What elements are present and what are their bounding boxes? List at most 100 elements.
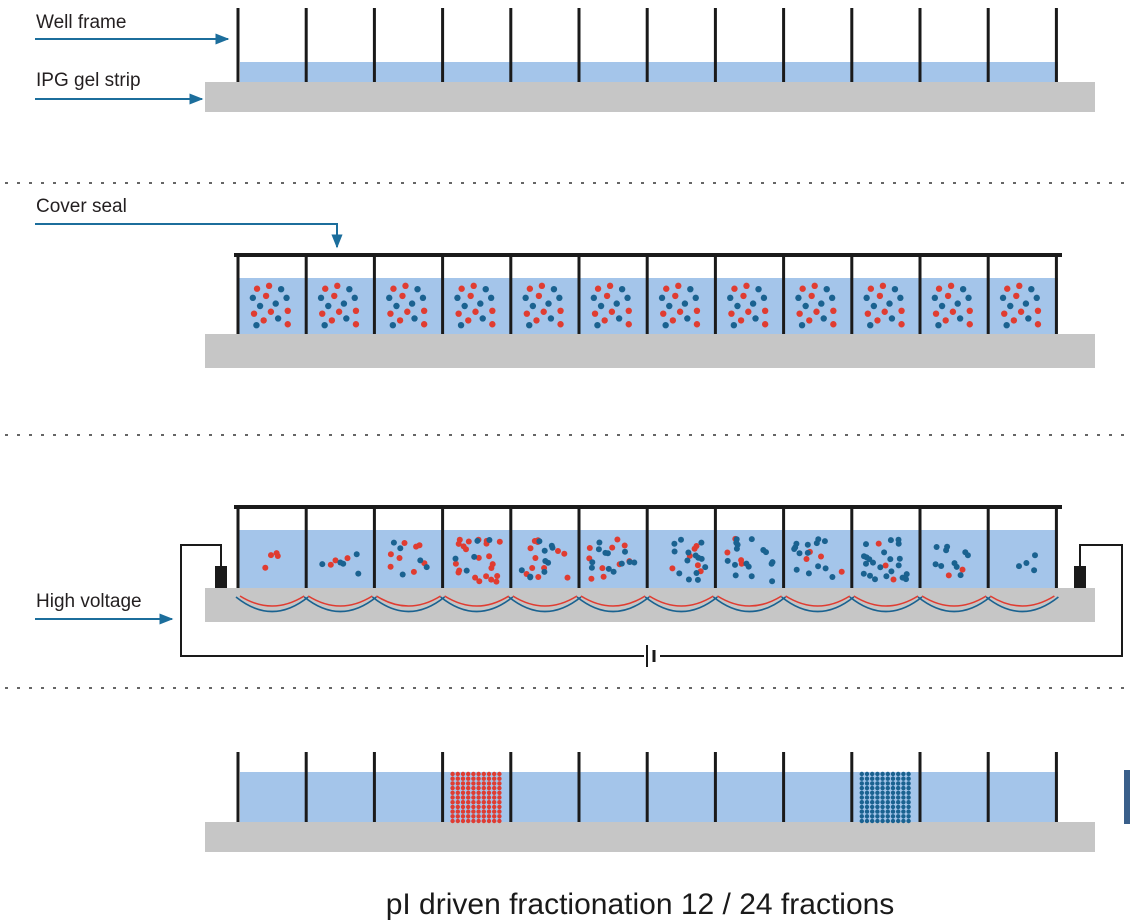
- protein-dot: [887, 537, 894, 544]
- protein-dot: [761, 307, 769, 314]
- fraction-dot: [450, 771, 455, 777]
- fraction-dot: [880, 785, 885, 791]
- protein-dot: [397, 545, 404, 552]
- fraction-dot: [864, 781, 870, 786]
- protein-dot: [938, 302, 946, 310]
- fraction-dot: [460, 785, 466, 791]
- protein-dot: [555, 548, 561, 554]
- protein-dot: [624, 294, 631, 302]
- ipg-gel-strip: [205, 334, 1095, 368]
- fraction-dot: [890, 809, 896, 814]
- well-wall: [577, 8, 581, 82]
- fraction-dot: [466, 795, 471, 800]
- protein-dot: [588, 575, 595, 582]
- fraction-dot: [890, 776, 896, 781]
- fraction-dot: [870, 809, 875, 814]
- well-wall: [236, 257, 240, 334]
- well-wall: [713, 257, 717, 334]
- fraction-dot: [476, 781, 481, 786]
- fraction-dot: [481, 785, 486, 791]
- protein-dot: [1004, 285, 1011, 292]
- fraction-dot: [870, 814, 875, 819]
- protein-dot: [606, 282, 614, 290]
- protein-dot: [932, 561, 939, 568]
- fraction-dot: [875, 809, 880, 814]
- protein-dot: [933, 544, 940, 550]
- protein-dot: [351, 294, 358, 302]
- protein-dot: [678, 536, 684, 543]
- fraction-dot: [497, 809, 502, 814]
- fraction-dot: [875, 800, 880, 805]
- fraction-dot: [450, 781, 455, 786]
- fraction-dot: [859, 790, 864, 795]
- protein-dot: [895, 562, 902, 569]
- protein-dot: [488, 576, 495, 583]
- fraction-dot: [896, 818, 901, 824]
- well-wall: [1054, 752, 1058, 822]
- panel-4-fraction-collection: [205, 752, 1095, 852]
- well-wall: [577, 752, 581, 822]
- fraction-dot: [492, 795, 497, 800]
- protein-dot: [1016, 563, 1022, 570]
- protein-dot: [669, 565, 676, 572]
- protein-dot: [724, 557, 731, 564]
- well-wall: [304, 257, 308, 334]
- fraction-dot: [497, 795, 502, 800]
- protein-mixture: [249, 282, 1042, 329]
- protein-dot: [526, 322, 533, 329]
- well-wall: [236, 752, 240, 822]
- protein-dot: [467, 292, 474, 300]
- protein-dot: [399, 571, 406, 578]
- fraction-dot: [450, 818, 455, 824]
- protein-dot: [390, 539, 397, 546]
- fraction-dot: [466, 771, 471, 777]
- protein-dot: [541, 568, 548, 575]
- fraction-dot: [492, 800, 497, 805]
- well-walls: [236, 752, 1058, 822]
- fraction-dot: [460, 771, 466, 777]
- protein-dot: [547, 315, 555, 322]
- protein-dot: [489, 307, 496, 314]
- protein-dot: [669, 317, 677, 324]
- fraction-dot: [870, 785, 875, 791]
- protein-dot: [618, 560, 625, 567]
- protein-dot: [477, 300, 484, 307]
- protein-dot: [625, 307, 632, 314]
- fraction-dot: [890, 781, 896, 786]
- protein-dot: [613, 300, 620, 307]
- well-wall: [850, 509, 854, 588]
- well-walls: [236, 8, 1058, 82]
- protein-dot: [959, 286, 967, 293]
- collected-fractions: [450, 771, 911, 824]
- protein-dot: [676, 308, 684, 315]
- protein-dot: [355, 570, 362, 577]
- protein-dot: [999, 294, 1007, 302]
- protein-dot: [694, 576, 701, 583]
- fraction-dot: [481, 814, 486, 819]
- fraction-dot: [497, 790, 502, 795]
- protein-dot: [671, 540, 678, 547]
- protein-dot: [322, 285, 329, 292]
- fraction-dot: [901, 781, 906, 786]
- fraction-dot: [890, 785, 896, 791]
- protein-dot: [693, 307, 701, 314]
- protein-dot: [631, 559, 638, 566]
- protein-dot: [328, 317, 336, 324]
- fraction-dot: [476, 785, 481, 791]
- fraction-dot: [466, 781, 471, 786]
- protein-dot: [529, 302, 537, 310]
- protein-dot: [702, 564, 709, 571]
- fraction-dot: [864, 785, 870, 791]
- protein-dot: [867, 572, 873, 579]
- protein-dot: [526, 285, 534, 292]
- protein-dot: [743, 282, 750, 290]
- protein-dot: [331, 292, 338, 300]
- protein-dot: [897, 294, 904, 302]
- well-walls: [236, 257, 1058, 334]
- protein-dot: [1032, 552, 1038, 559]
- fraction-dot: [471, 781, 476, 786]
- protein-dot: [416, 542, 423, 549]
- protein-dot: [740, 292, 747, 300]
- protein-dot: [863, 294, 870, 302]
- panel-1-setup: Well frame IPG gel strip: [35, 8, 1095, 112]
